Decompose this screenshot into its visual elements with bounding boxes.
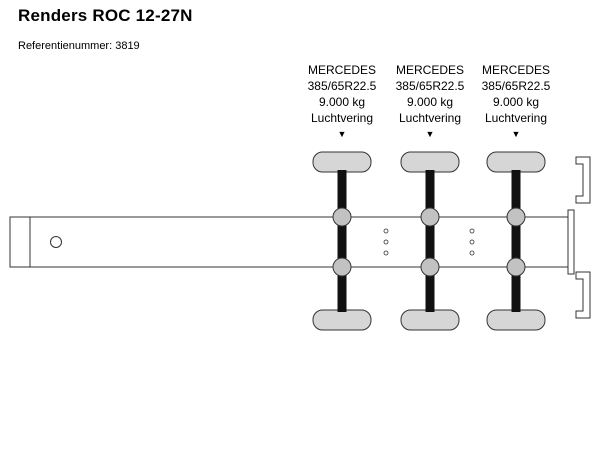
tire-top — [400, 151, 460, 173]
axle-brand-label: MERCEDES — [395, 63, 464, 77]
hub-bottom — [506, 257, 526, 277]
axle-tire-size-label: 385/65R22.5 — [307, 79, 377, 93]
chassis-beam — [9, 216, 571, 268]
axle-brand-label: MERCEDES — [481, 63, 550, 77]
hub-top — [506, 207, 526, 227]
axle-assembly-1 — [312, 151, 372, 331]
rear-bracket-bottom — [575, 271, 591, 319]
tire-bottom — [400, 309, 460, 331]
kingpin-hole — [50, 236, 62, 248]
axle-bar — [425, 170, 435, 312]
hub-bottom — [420, 257, 440, 277]
axle-label-column-3: MERCEDES 385/65R22.5 9.000 kg Luchtverin… — [461, 62, 571, 140]
axle-label-column-1: MERCEDES 385/65R22.5 9.000 kg Luchtverin… — [287, 62, 397, 140]
rear-bracket-top — [575, 156, 591, 204]
beam-holes-group-1 — [383, 228, 389, 256]
beam-holes-group-2 — [469, 228, 475, 256]
axle-tire-size-label: 385/65R22.5 — [395, 79, 465, 93]
tire-top — [312, 151, 372, 173]
axle-assembly-2 — [400, 151, 460, 331]
axle-assembly-3 — [486, 151, 546, 331]
axle-bar — [337, 170, 347, 312]
axle-bar — [511, 170, 521, 312]
axle-load-label: 9.000 kg — [318, 95, 366, 109]
reference-number: Referentienummer: 3819 — [18, 40, 140, 52]
axle-suspension-label: Luchtvering — [310, 111, 374, 125]
axle-load-label: 9.000 kg — [492, 95, 540, 109]
down-arrow-icon: ▼ — [511, 129, 521, 139]
axle-suspension-label: Luchtvering — [484, 111, 548, 125]
hub-top — [420, 207, 440, 227]
axle-brand-label: MERCEDES — [307, 63, 376, 77]
hub-top — [332, 207, 352, 227]
down-arrow-icon: ▼ — [425, 129, 435, 139]
rear-end-cap — [567, 209, 575, 275]
axle-label-column-2: MERCEDES 385/65R22.5 9.000 kg Luchtverin… — [375, 62, 485, 140]
tire-top — [486, 151, 546, 173]
axle-load-label: 9.000 kg — [406, 95, 454, 109]
page-title: Renders ROC 12-27N — [18, 6, 193, 25]
axle-suspension-label: Luchtvering — [398, 111, 462, 125]
tire-bottom — [312, 309, 372, 331]
tire-bottom — [486, 309, 546, 331]
hub-bottom — [332, 257, 352, 277]
axle-tire-size-label: 385/65R22.5 — [481, 79, 551, 93]
down-arrow-icon: ▼ — [337, 129, 347, 139]
